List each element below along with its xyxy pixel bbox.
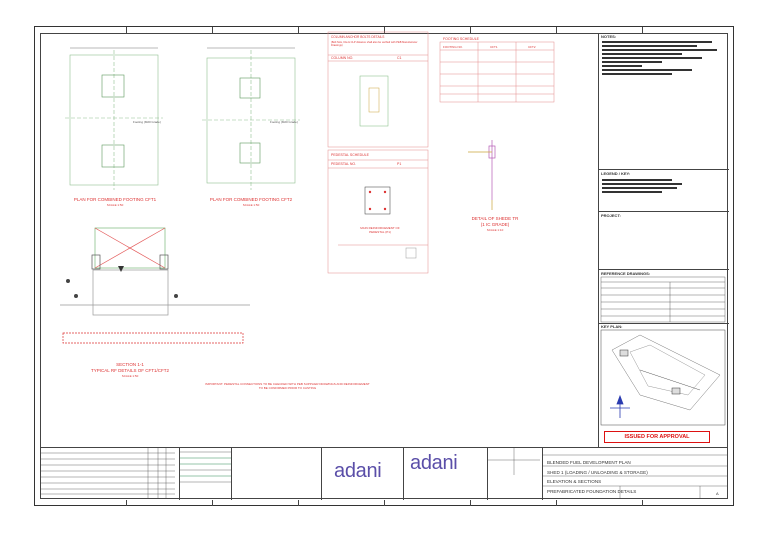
footing-head-b: CFT1 [490, 45, 498, 49]
shear-detail-title: DETAIL OF SHEDE TR [471, 216, 519, 221]
shear-detail-subtitle: (1 IC GRADE) [480, 222, 510, 227]
pedestal-caption: MAIN REINFORCEMENT OF PEDESTAL (P1) [360, 226, 400, 234]
ruler-tick [642, 27, 643, 33]
north-arrow-icon [610, 394, 630, 418]
ruler-tick [556, 500, 557, 506]
anchor-bolt-title: COLUMN ANCHOR BOLTS DETAILS [331, 35, 385, 39]
key-plan [600, 329, 726, 426]
consultant-cell [232, 448, 322, 500]
drawing-title-block: BLENDED FUEL DEVELOPMENT PLAN SHED 1 (LO… [547, 458, 648, 496]
drawing-sheet-frame [40, 33, 728, 499]
legend-text-block [602, 179, 722, 195]
anchor-col-val: C1 [397, 56, 402, 60]
section-subtitle: TYPICAL RF DETAILS OF CFT1/CFT2 [90, 368, 169, 373]
ruler-tick [298, 27, 299, 33]
anchor-col-head: COLUMN NO. [331, 56, 354, 60]
drawing-title-line1: BLENDED FUEL DEVELOPMENT PLAN [547, 460, 631, 465]
notes-text-block [602, 41, 722, 77]
ruler-tick [212, 27, 213, 33]
issued-for-approval-stamp: ISSUED FOR APPROVAL [604, 431, 710, 443]
drawing-title-line3: ELEVATION & SECTIONS [547, 479, 602, 484]
ruler-tick [212, 500, 213, 506]
ruler-tick [298, 500, 299, 506]
section-1-1 [60, 227, 250, 344]
anchor-bolt-detail [327, 31, 429, 148]
title-block-band [180, 457, 232, 477]
revision-table [600, 276, 726, 323]
ruler-tick [384, 500, 385, 506]
plan-cft2-title: PLAN FOR COMBINED FOOTING CFT2 [209, 197, 293, 202]
client-logo-cell: adani [322, 448, 404, 500]
owner-logo-cell: adani [404, 448, 488, 500]
ruler-tick [642, 500, 643, 506]
revision-history-cell [40, 448, 180, 500]
pedestal-col-val: P1 [397, 162, 402, 166]
footing-label-cft1: Footing (M20 Grade) [133, 120, 161, 124]
anchor-bolt-note: (Bolt Size, Dia & CLP distance shall als… [331, 41, 418, 47]
title-block-grid [40, 447, 728, 499]
reference-heading: REFERENCE DRAWINGS: [601, 271, 651, 276]
footing-schedule [439, 41, 555, 103]
section-scale: SCALE 1:50 [121, 374, 139, 378]
legend-heading: LEGEND / KEY: [601, 171, 631, 176]
right-info-panel: NOTES: LEGEND / KEY: PROJECT: REFERENCE … [598, 33, 729, 447]
pedestal-schedule [327, 149, 429, 274]
notes-heading: NOTES: [601, 34, 617, 39]
drawing-title-line4: PREFABRICATED FOUNDATION DETAILS [547, 488, 637, 494]
legend-bars-cell [180, 448, 232, 500]
footing-head-a: FOOTING NO. [443, 45, 463, 49]
ruler-tick [470, 500, 471, 506]
footing-label-cft2: Footing (M20 Grade) [270, 120, 298, 124]
bottom-grid-ruler [40, 500, 728, 506]
top-grid-ruler [40, 27, 728, 33]
adani-logo-left: adani [334, 460, 382, 482]
revision-letter: A [716, 491, 719, 496]
footing-head-c: CFT2 [528, 45, 536, 49]
section-title: SECTION 1-1 [116, 362, 144, 367]
project-heading: PROJECT: [601, 213, 621, 218]
scale-date-cell [488, 448, 543, 500]
plan-cft2 [202, 47, 300, 190]
ruler-tick [126, 500, 127, 506]
shear-detail [468, 140, 496, 210]
ruler-tick [384, 27, 385, 33]
ruler-tick [470, 27, 471, 33]
stamp-text: ISSUED FOR APPROVAL [624, 434, 690, 440]
title-block: adani adani BLENDED FUEL DEVELOPMENT PLA… [40, 447, 728, 500]
drawing-title-line2: SHED 1 (LOADING / UNLOADING & STORAGE) [547, 469, 648, 475]
pedestal-title: PEDESTAL SCHEDULE [331, 153, 369, 157]
shear-detail-scale: SCALE 1:10 [486, 228, 504, 232]
footing-schedule-title: FOOTING SCHEDULE [443, 37, 479, 41]
important-note: IMPORTANT: PEDESTAL CONNECTIONS TO BE CH… [205, 382, 370, 390]
key-plan-heading: KEY PLAN: [601, 324, 623, 329]
ruler-tick [556, 27, 557, 33]
plan-cft1-scale: SCALE 1:50 [106, 203, 124, 207]
adani-logo-right: adani [410, 452, 458, 474]
plan-cft2-scale: SCALE 1:50 [242, 203, 260, 207]
plan-cft1 [65, 47, 163, 190]
pedestal-col-head: PEDESTAL NO. [331, 162, 357, 166]
plan-cft1-title: PLAN FOR COMBINED FOOTING CFT1 [73, 197, 157, 202]
ruler-tick [126, 27, 127, 33]
